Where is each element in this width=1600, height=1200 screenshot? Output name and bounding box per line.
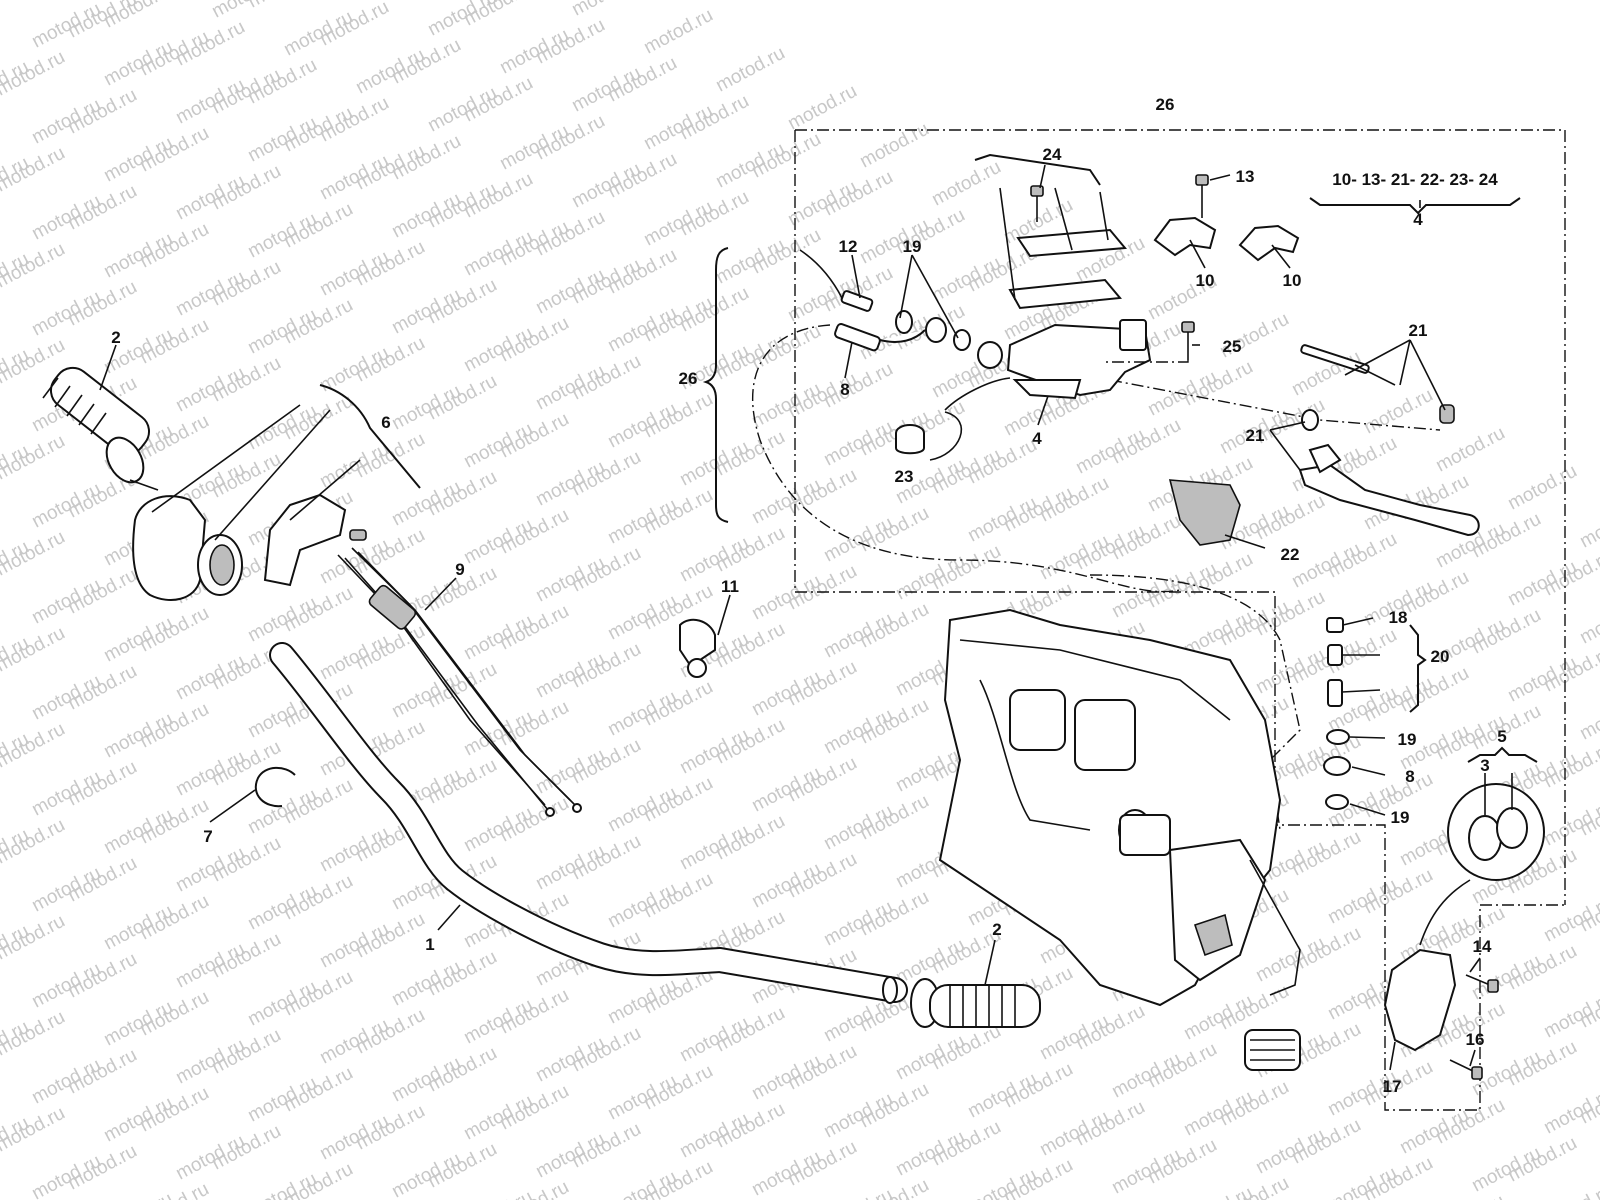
watermark-text: motod.ru <box>784 81 860 135</box>
callout-lever-bushing: 21 <box>1246 426 1265 445</box>
callout-clamp-ring: 7 <box>203 827 212 846</box>
watermark-text: motod.ru <box>1576 691 1600 745</box>
watermark-text: motod.ru <box>1540 989 1600 1043</box>
throttle-housing <box>129 404 367 601</box>
watermark-text: motod.ru <box>352 0 428 2</box>
cap-screw <box>1030 185 1044 222</box>
callout-reservoir-cap: 24 <box>1043 145 1062 164</box>
callout-kit-list: 10- 13- 21- 22- 23- 24 <box>1332 170 1498 189</box>
callout-assembly-left: 26 <box>679 369 698 388</box>
callout-kit-master: 4 <box>1413 210 1423 229</box>
watermark-text: motod.ru <box>1360 385 1436 439</box>
watermark-text: motod.ru <box>1540 893 1600 947</box>
slave-cylinder-cover <box>1383 948 1457 1052</box>
callout-pivot-screw: 25 <box>1223 337 1242 356</box>
watermark-text: motod.ru <box>856 119 932 173</box>
brace-24 <box>974 153 1101 186</box>
seal-detail <box>1419 783 1545 946</box>
watermark-text: motod.ru <box>928 157 1004 211</box>
callout-fitting-set: 20 <box>1431 647 1450 666</box>
reservoir-cap <box>999 187 1127 310</box>
watermark-text: motod.ru <box>1432 423 1508 477</box>
callout-washer-mid: 19 <box>1398 730 1417 749</box>
callout-clamp-screw: 13 <box>1236 167 1255 186</box>
callout-master-cylinder: 4 <box>1032 429 1042 448</box>
watermark-text: motod.ru <box>1540 797 1600 851</box>
callout-washer-bottom: 19 <box>1391 808 1410 827</box>
handlebar-end <box>882 976 898 1004</box>
lever-cover <box>1168 479 1241 546</box>
callout-lever-cover: 22 <box>1281 545 1300 564</box>
callout-piston: 23 <box>895 467 914 486</box>
callout-cable-clip: 11 <box>721 577 739 596</box>
clamp-screw <box>1195 174 1209 218</box>
callout-bleed-fitting: 18 <box>1389 608 1408 627</box>
watermark-text: motod.ru <box>1540 1085 1600 1139</box>
watermark-text: motod.ru <box>820 1185 896 1200</box>
watermark-text: motod.ru <box>1540 1181 1600 1200</box>
watermark-text: motod.ru <box>0 0 69 4</box>
callout-clamp-b: 10 <box>1283 271 1302 290</box>
brace-5 <box>1467 746 1538 763</box>
pivot-guide <box>1109 379 1441 431</box>
slave-fittings <box>1323 617 1351 810</box>
callout-assembly-top: 26 <box>1156 95 1175 114</box>
watermark-text: motod.ru <box>1432 1191 1508 1200</box>
leader-lines <box>99 164 1513 1071</box>
clutch-hose-guide <box>1089 574 1301 831</box>
pivot-screw <box>1105 321 1195 363</box>
callout-handlebar: 1 <box>425 935 434 954</box>
callout-throttle-cables: 9 <box>455 560 464 579</box>
watermark-text: motod.ru <box>100 1189 176 1200</box>
piston-detail <box>895 377 1011 461</box>
callout-clamp-a: 10 <box>1196 271 1215 290</box>
callout-cover-bolt-top: 14 <box>1473 937 1492 956</box>
callout-banjo-bolt: 12 <box>839 237 858 256</box>
right-grip <box>910 978 1041 1028</box>
handlebar-tube-inner <box>271 644 906 1001</box>
callout-labels: 2 1 2 6 7 9 11 26 26 24 13 10- 13- 21- 2… <box>111 95 1506 1096</box>
callout-seal: 3 <box>1480 756 1489 775</box>
left-grip <box>42 366 151 484</box>
callout-throttle-housing: 6 <box>381 413 390 432</box>
watermark-text: motod.ru <box>640 5 716 59</box>
clutch-lever <box>1298 344 1480 537</box>
callout-washers-top: 19 <box>903 237 922 256</box>
brace-26 <box>702 247 729 523</box>
cover-bolts <box>1449 974 1499 1080</box>
clamp-half-b <box>1238 224 1300 262</box>
callout-seal-kit: 5 <box>1497 727 1506 746</box>
callout-lever-hardware: 21 <box>1409 321 1428 340</box>
assembly-26-frame <box>794 129 1566 1111</box>
brace-20 <box>1409 624 1427 713</box>
callout-hose-top: 8 <box>840 380 849 399</box>
clutch-master-cylinder <box>977 319 1152 400</box>
clamp-ring <box>254 766 296 808</box>
callout-grip-right: 2 <box>992 920 1001 939</box>
callout-slave-cover: 17 <box>1383 1077 1402 1096</box>
watermark-text: motod.ru <box>460 1187 536 1200</box>
watermark-text: motod.ru <box>136 1179 212 1200</box>
fluid-hose-guide <box>752 324 1181 593</box>
engine-block <box>938 608 1301 1071</box>
callout-cover-bolt-bottom: 16 <box>1466 1030 1485 1049</box>
watermark-text: motod.ru <box>1180 1183 1256 1200</box>
watermark-text: motod.ru <box>1504 461 1580 515</box>
throttle-cables <box>337 547 582 817</box>
watermark-text: motod.ru <box>208 0 284 22</box>
cable-clip <box>679 618 716 678</box>
callout-1-grip-left: 2 <box>111 328 120 347</box>
brace-4-kit <box>1309 197 1521 215</box>
clamp-half-a <box>1153 216 1217 257</box>
watermark-text: motod.ru <box>1576 499 1600 553</box>
watermark-text: motod.ru <box>1576 595 1600 649</box>
brace-6 <box>319 384 421 489</box>
watermark-text: motod.ru <box>712 43 788 97</box>
watermark-text: motod.ru <box>568 0 644 20</box>
callout-hose-bottom: 8 <box>1405 767 1414 786</box>
